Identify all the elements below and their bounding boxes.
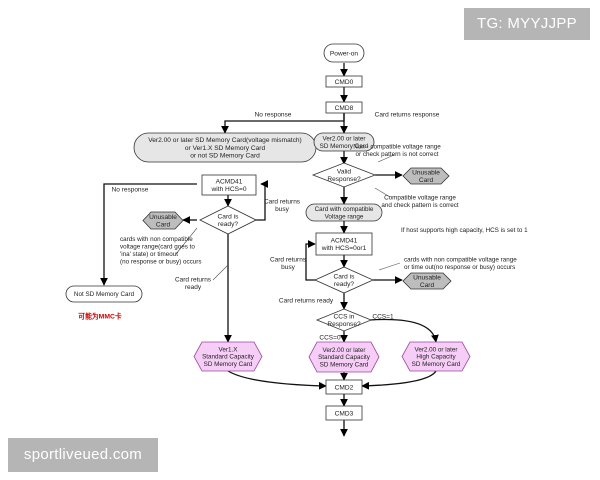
- label-leader-2: [374, 187, 391, 198]
- flow-arrow-16: [100, 183, 197, 286]
- cmd8-box-label: CMD8: [335, 105, 354, 112]
- flow-arrow-12: [305, 240, 319, 281]
- label-leader-1: [377, 154, 395, 163]
- cmd0-box-label: CMD0: [335, 79, 354, 86]
- cmd3-box-label: CMD3: [335, 410, 354, 417]
- hcs-note: If host supports high capacity, HCS is s…: [401, 227, 528, 234]
- cmd3-box: CMD3: [325, 405, 363, 421]
- card-returns-ready-right-label: Card returns ready: [279, 297, 334, 304]
- ccs1-label: CCS=1: [372, 313, 394, 320]
- ccs0-label: CCS=0: [319, 334, 341, 341]
- cmd2-box-label: CMD2: [335, 384, 354, 391]
- flow-arrow-20: [227, 370, 327, 390]
- mmc-note: 可能为MMC卡: [78, 311, 122, 320]
- watermark-bottom-badge: sportliveued.com: [8, 438, 158, 472]
- cmd0-box: CMD0: [325, 75, 363, 88]
- label-leader-5: [378, 262, 401, 271]
- no-response-label-1: No response: [255, 111, 292, 118]
- card-returns-response-label: Card returns response: [375, 111, 440, 118]
- flow-edges: [100, 63, 439, 437]
- power-on-terminal: Power-on: [323, 43, 365, 63]
- label-leader-3: [175, 227, 198, 255]
- not-sd-memory-card: Not SD Memory Card: [65, 285, 143, 303]
- power-on-terminal-label: Power-on: [330, 50, 359, 57]
- flow-arrow-14: [255, 180, 269, 221]
- ver2-mismatch-state: Ver2.00 or later SD Memory Card(voltage …: [133, 132, 317, 163]
- watermark-top-badge: TG: MYYJJPP: [464, 8, 590, 40]
- no-response-label-2: No response: [112, 186, 149, 193]
- cmd2-box: CMD2: [325, 379, 363, 395]
- ver2-mismatch-state-label: Ver2.00 or later SD Memory Card(voltage …: [148, 137, 302, 160]
- flow-arrow-22: [361, 370, 437, 390]
- not-sd-memory-card-label: Not SD Memory Card: [74, 291, 135, 298]
- label-leader-4: [212, 264, 229, 281]
- flow-arrow-19: [369, 318, 439, 343]
- cmd8-box: CMD8: [325, 101, 363, 114]
